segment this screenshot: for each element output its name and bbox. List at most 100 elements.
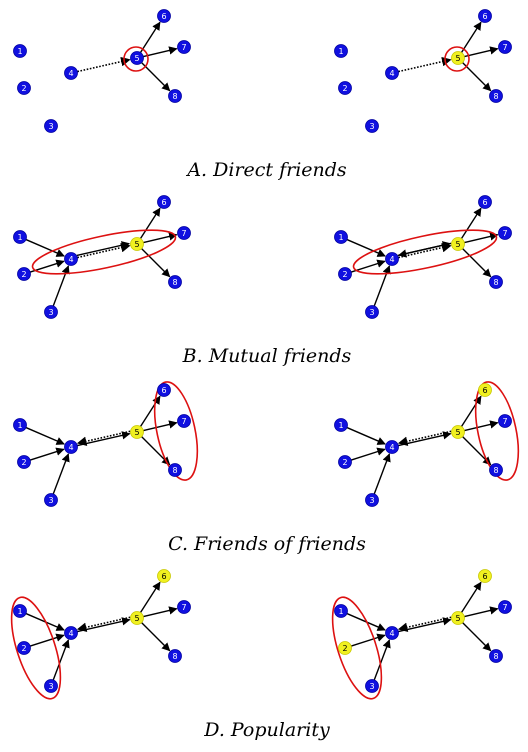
node-4: 4 — [64, 440, 78, 454]
edge-5-7 — [143, 420, 178, 432]
edge-5-6 — [139, 21, 161, 53]
node-3: 3 — [44, 305, 58, 319]
node-label-3: 3 — [369, 496, 374, 505]
node-label-6: 6 — [161, 12, 166, 21]
node-label-4: 4 — [68, 443, 73, 452]
node-label-8: 8 — [172, 278, 177, 287]
node-3: 3 — [44, 119, 58, 133]
edge-5-8 — [141, 62, 171, 92]
edge-5-8 — [462, 622, 492, 652]
caption-mutual-friends: B. Mutual friends — [182, 345, 352, 367]
node-4: 4 — [64, 626, 78, 640]
node-4: 4 — [385, 66, 399, 80]
node-4: 4 — [385, 440, 399, 454]
node-label-7: 7 — [181, 229, 186, 238]
dotted-edge-4-5 — [398, 242, 452, 259]
node-label-5: 5 — [455, 54, 460, 63]
node-label-8: 8 — [493, 652, 498, 661]
node-5-highlighted: 5 — [451, 425, 465, 439]
node-6: 6 — [478, 9, 492, 23]
node-1: 1 — [13, 44, 27, 58]
edge-4-5 — [77, 431, 131, 447]
edge-1-4 — [25, 238, 65, 257]
node-3: 3 — [365, 119, 379, 133]
edge-5-6 — [139, 581, 161, 613]
edge-5-6 — [139, 207, 161, 239]
node-8: 8 — [168, 463, 182, 477]
edge-2-4 — [350, 633, 386, 647]
node-3: 3 — [44, 679, 58, 693]
edge-5-7 — [143, 232, 178, 244]
node-2: 2 — [338, 455, 352, 469]
node-label-1: 1 — [17, 607, 22, 616]
edge-5-8 — [141, 248, 171, 278]
node-label-5: 5 — [134, 54, 139, 63]
edge-3-4 — [373, 639, 391, 681]
node-label-8: 8 — [493, 278, 498, 287]
edge-5-8 — [141, 622, 171, 652]
edge-5-6 — [460, 21, 482, 53]
node-label-8: 8 — [172, 92, 177, 101]
node-7: 7 — [177, 40, 191, 54]
node-label-2: 2 — [21, 458, 26, 467]
node-6-highlighted: 6 — [478, 383, 492, 397]
node-label-6: 6 — [161, 572, 166, 581]
node-5-highlighted: 5 — [451, 237, 465, 251]
node-label-1: 1 — [17, 421, 22, 430]
edge-5-8 — [462, 248, 492, 278]
edge-5-7 — [464, 606, 499, 618]
node-label-3: 3 — [48, 122, 53, 131]
node-1: 1 — [13, 230, 27, 244]
edge-4-5 — [398, 431, 452, 447]
node-label-1: 1 — [338, 233, 343, 242]
node-8: 8 — [489, 89, 503, 103]
node-7: 7 — [498, 226, 512, 240]
node-label-2: 2 — [342, 270, 347, 279]
node-2: 2 — [17, 267, 31, 281]
edge-5-7 — [143, 46, 178, 58]
edge-3-4 — [52, 265, 70, 307]
node-6: 6 — [478, 195, 492, 209]
node-label-5: 5 — [134, 240, 139, 249]
node-label-7: 7 — [181, 603, 186, 612]
edge-4-5 — [77, 617, 131, 633]
node-label-2: 2 — [21, 270, 26, 279]
node-label-6: 6 — [482, 386, 487, 395]
node-5-highlighted: 5 — [130, 611, 144, 625]
node-3: 3 — [44, 493, 58, 507]
caption-direct-friends: A. Direct friends — [185, 159, 347, 181]
node-label-4: 4 — [68, 255, 73, 264]
edge-5-7 — [464, 46, 499, 58]
node-6: 6 — [157, 195, 171, 209]
node-label-8: 8 — [172, 652, 177, 661]
edge-5-7 — [464, 232, 499, 244]
group-outline-popularity — [331, 596, 383, 700]
edge-5-8 — [462, 62, 492, 92]
node-label-4: 4 — [389, 443, 394, 452]
node-4: 4 — [385, 626, 399, 640]
node-2: 2 — [338, 81, 352, 95]
node-2: 2 — [338, 267, 352, 281]
node-label-2: 2 — [342, 84, 347, 93]
node-label-1: 1 — [338, 607, 343, 616]
node-label-3: 3 — [369, 308, 374, 317]
edge-1-4 — [346, 238, 386, 257]
left-graph: 1 2 3 4 5 6 7 8 — [13, 195, 191, 319]
edge-4-5 — [398, 617, 452, 633]
group-outline-mutual — [352, 229, 498, 275]
node-2-highlighted: 2 — [338, 641, 352, 655]
node-label-4: 4 — [389, 629, 394, 638]
edge-5-6 — [460, 207, 482, 239]
edge-5-6 — [460, 581, 482, 613]
node-8: 8 — [489, 463, 503, 477]
group-outline-direct — [123, 46, 149, 72]
node-2: 2 — [17, 641, 31, 655]
node-label-7: 7 — [502, 229, 507, 238]
node-label-7: 7 — [181, 43, 186, 52]
